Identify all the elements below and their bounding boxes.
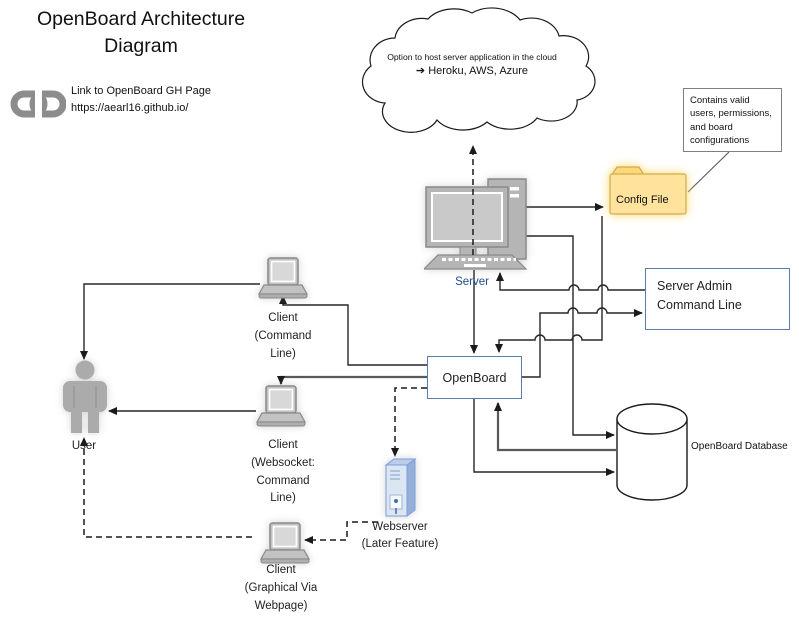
cloud-label-line1: Option to host server application in the… <box>387 52 557 62</box>
connector-client-web-to-user-dashed <box>80 437 252 538</box>
connector-client-cli-to-user <box>80 283 260 360</box>
connector-server-to-database <box>523 235 615 439</box>
connector-openboard-to-client-ws <box>277 375 427 385</box>
connector-openboard-to-database <box>473 399 615 476</box>
openboard-label: OpenBoard <box>442 370 507 385</box>
connector-configfile-to-openboard <box>495 216 603 353</box>
note-callout-line <box>687 151 730 193</box>
connector-openboard-to-webserver-dashed <box>391 387 427 457</box>
server-label: Server <box>455 276 489 288</box>
client-websocket-label: Client (Websocket: Command Line) <box>251 439 315 505</box>
cloud-shape <box>361 7 596 133</box>
server-admin-box: Server Admin Command Line <box>645 268 790 330</box>
database-label: OpenBoard Database <box>691 441 788 452</box>
connector-serveradmin-to-server <box>496 272 645 291</box>
config-note-box: Contains valid users, permissions, and b… <box>683 88 782 152</box>
connector-database-to-openboard <box>494 402 616 452</box>
client-web-laptop-icon <box>259 522 311 564</box>
connector-openboard-to-client-cli <box>279 295 427 366</box>
user-icon <box>63 360 107 433</box>
connector-webserver-to-client-web-dashed <box>304 521 378 544</box>
database-icon <box>616 403 688 501</box>
config-file-label: Config File <box>616 194 669 206</box>
client-web-label: Client (Graphical Via Webpage) <box>244 564 318 612</box>
user-label: User <box>71 440 97 452</box>
client-cli-label: Client (Command Line) <box>254 312 312 360</box>
openboard-box: OpenBoard <box>427 356 522 399</box>
link-icon <box>10 87 66 119</box>
github-link[interactable]: Link to OpenBoard GH Page https://aearl1… <box>71 83 211 116</box>
cloud-label: Option to host server application in the… <box>372 52 572 77</box>
github-link-label[interactable]: Link to OpenBoard GH Page <box>71 85 212 97</box>
connector-openboard-to-serveradmin <box>522 307 643 378</box>
config-file-folder-icon <box>609 166 687 215</box>
cloud-label-line2: ➔ Heroku, AWS, Azure <box>415 65 529 77</box>
webserver-icon <box>384 458 417 517</box>
page-title: OpenBoard Architecture Diagram <box>36 8 246 58</box>
github-link-url[interactable]: https://aearl16.github.io/ <box>71 101 189 114</box>
client-cli-laptop-icon <box>257 257 309 299</box>
client-websocket-laptop-icon <box>255 385 307 427</box>
server-icon <box>424 178 528 270</box>
webserver-label: Webserver (Later Feature) <box>361 521 439 551</box>
